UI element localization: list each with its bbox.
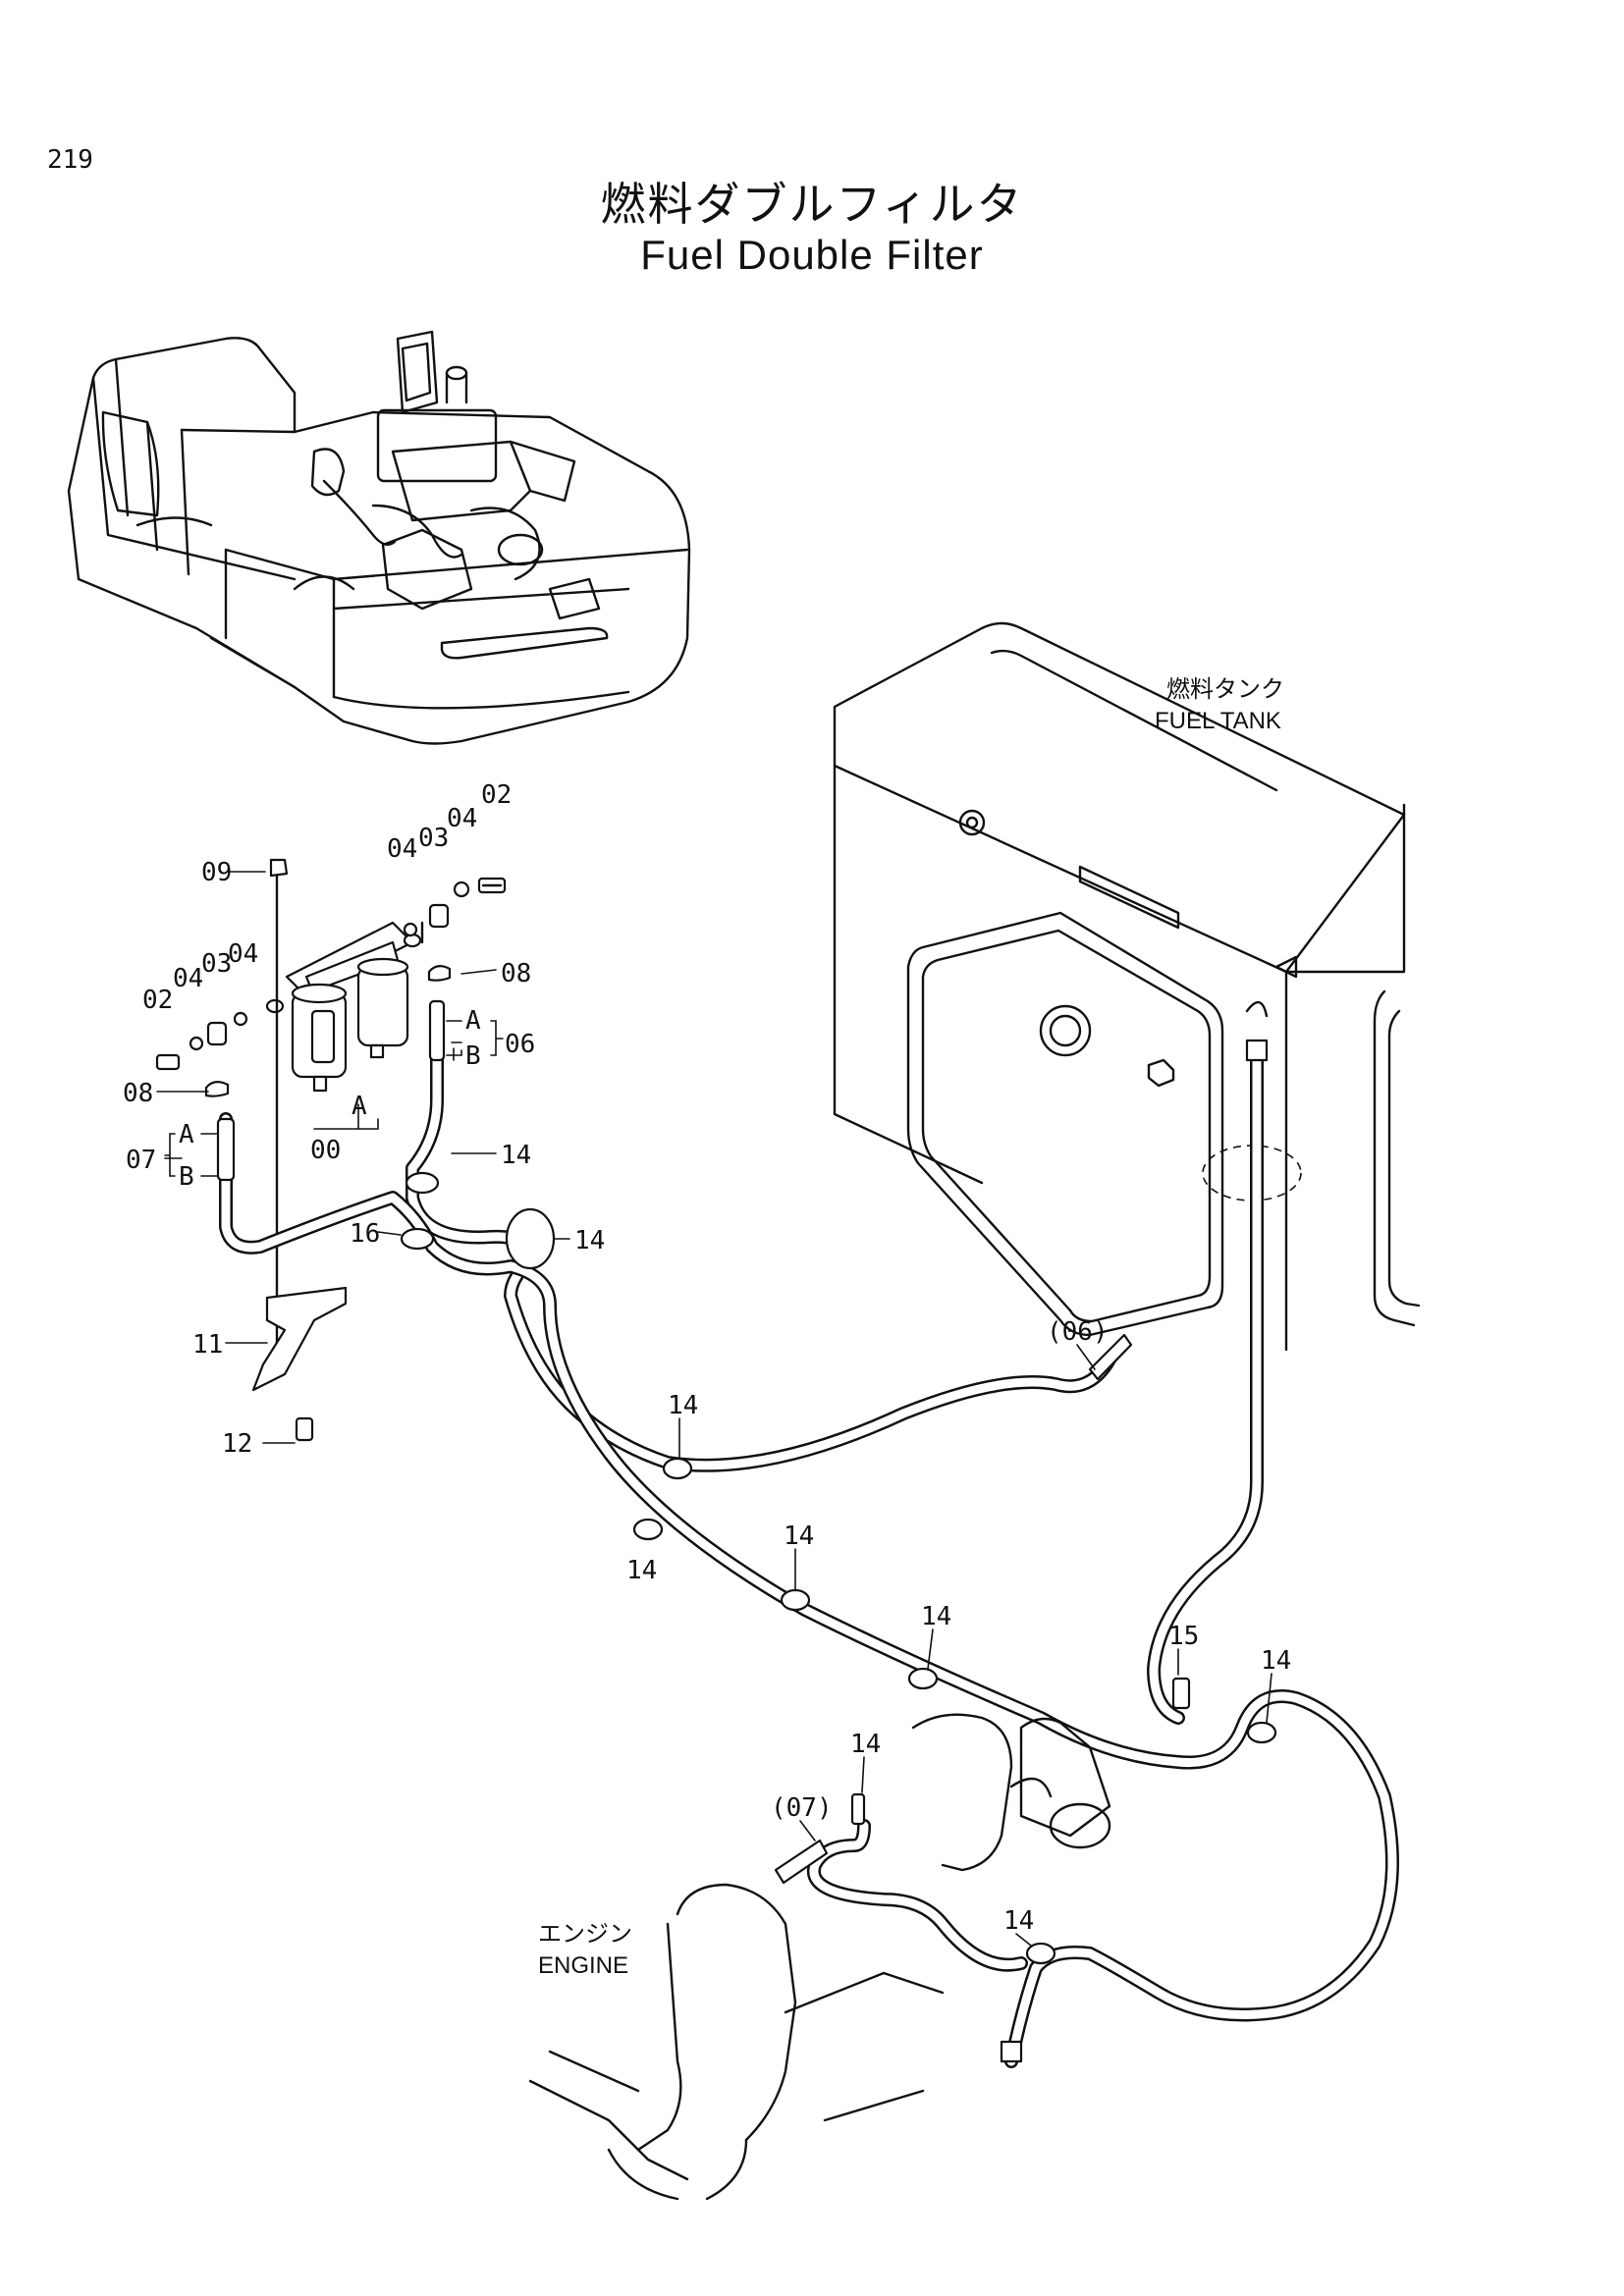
engine-label-japanese: エンジン [538,1921,632,1948]
callout-part-16[interactable]: 16 [350,1219,380,1249]
port-bracket-07: A B [164,1120,219,1192]
bolt-02-left [155,1053,181,1071]
bolt-02-right [477,877,507,894]
callout-part-04-top-a[interactable]: 04 [447,804,477,833]
callout-part-06-reference[interactable]: (06) [1047,1317,1109,1347]
fuel-hose-07 [216,1112,1399,2068]
callout-part-09[interactable]: 09 [201,858,232,887]
callout-part-14-a[interactable]: 14 [501,1141,531,1170]
port-bracket-06: A B [446,1006,504,1071]
callout-part-03-top[interactable]: 03 [418,824,449,853]
port-label-06-b: B [465,1041,481,1071]
excavator-overview-illustration [67,330,691,745]
callout-part-14-e[interactable]: 14 [784,1522,814,1551]
callout-part-14-c[interactable]: 14 [668,1391,698,1420]
fuel-tank-illustration [833,621,1421,1725]
page-title-english: Fuel Double Filter [640,232,984,278]
callout-part-04-top-b[interactable]: 04 [387,834,417,864]
callout-part-14-f[interactable]: 14 [921,1602,951,1631]
callout-part-03-left[interactable]: 03 [201,949,232,979]
callout-part-06[interactable]: 06 [505,1030,535,1059]
port-label-00-a: A [352,1092,367,1121]
fuel-double-filter-assembly [155,858,507,1442]
engine-illustration [528,1713,1111,2201]
callout-part-14-b[interactable]: 14 [574,1226,605,1255]
callout-part-02-left[interactable]: 02 [142,986,173,1015]
port-label-06-a: A [465,1006,481,1036]
callout-part-00[interactable]: 00 [310,1136,341,1165]
callout-part-08-top[interactable]: 08 [501,959,531,988]
callout-part-14-d[interactable]: 14 [626,1556,657,1585]
callout-part-08-left[interactable]: 08 [123,1079,153,1108]
leader-lines [156,871,1272,1947]
callout-part-07-reference[interactable]: (07) [771,1793,833,1823]
port-label-07-a: A [179,1120,194,1149]
callout-part-12[interactable]: 12 [222,1429,252,1459]
engine-label-english: ENGINE [538,1952,628,1979]
fuel-hose-06 [406,999,1133,1472]
port-label-07-b: B [179,1162,194,1192]
callout-part-04-left-b[interactable]: 04 [173,964,203,993]
callout-part-07[interactable]: 07 [126,1146,156,1175]
page-number: 219 [47,145,93,175]
callout-part-04-left-a[interactable]: 04 [228,939,258,969]
fuel-tank-label-japanese: 燃料タンク [1166,676,1284,703]
page-title-japanese: 燃料ダブルフィルタ [600,179,1024,230]
fuel-tank-label-english: FUEL TANK [1155,708,1281,734]
callout-part-14-g[interactable]: 14 [1261,1646,1291,1676]
callout-part-14-h[interactable]: 14 [850,1730,881,1759]
callout-part-02-top[interactable]: 02 [481,780,512,810]
hose-clamps [400,1171,1277,1965]
callout-part-14-i[interactable]: 14 [1003,1906,1034,1936]
callout-part-15[interactable]: 15 [1168,1622,1199,1651]
callout-part-11[interactable]: 11 [192,1330,223,1360]
